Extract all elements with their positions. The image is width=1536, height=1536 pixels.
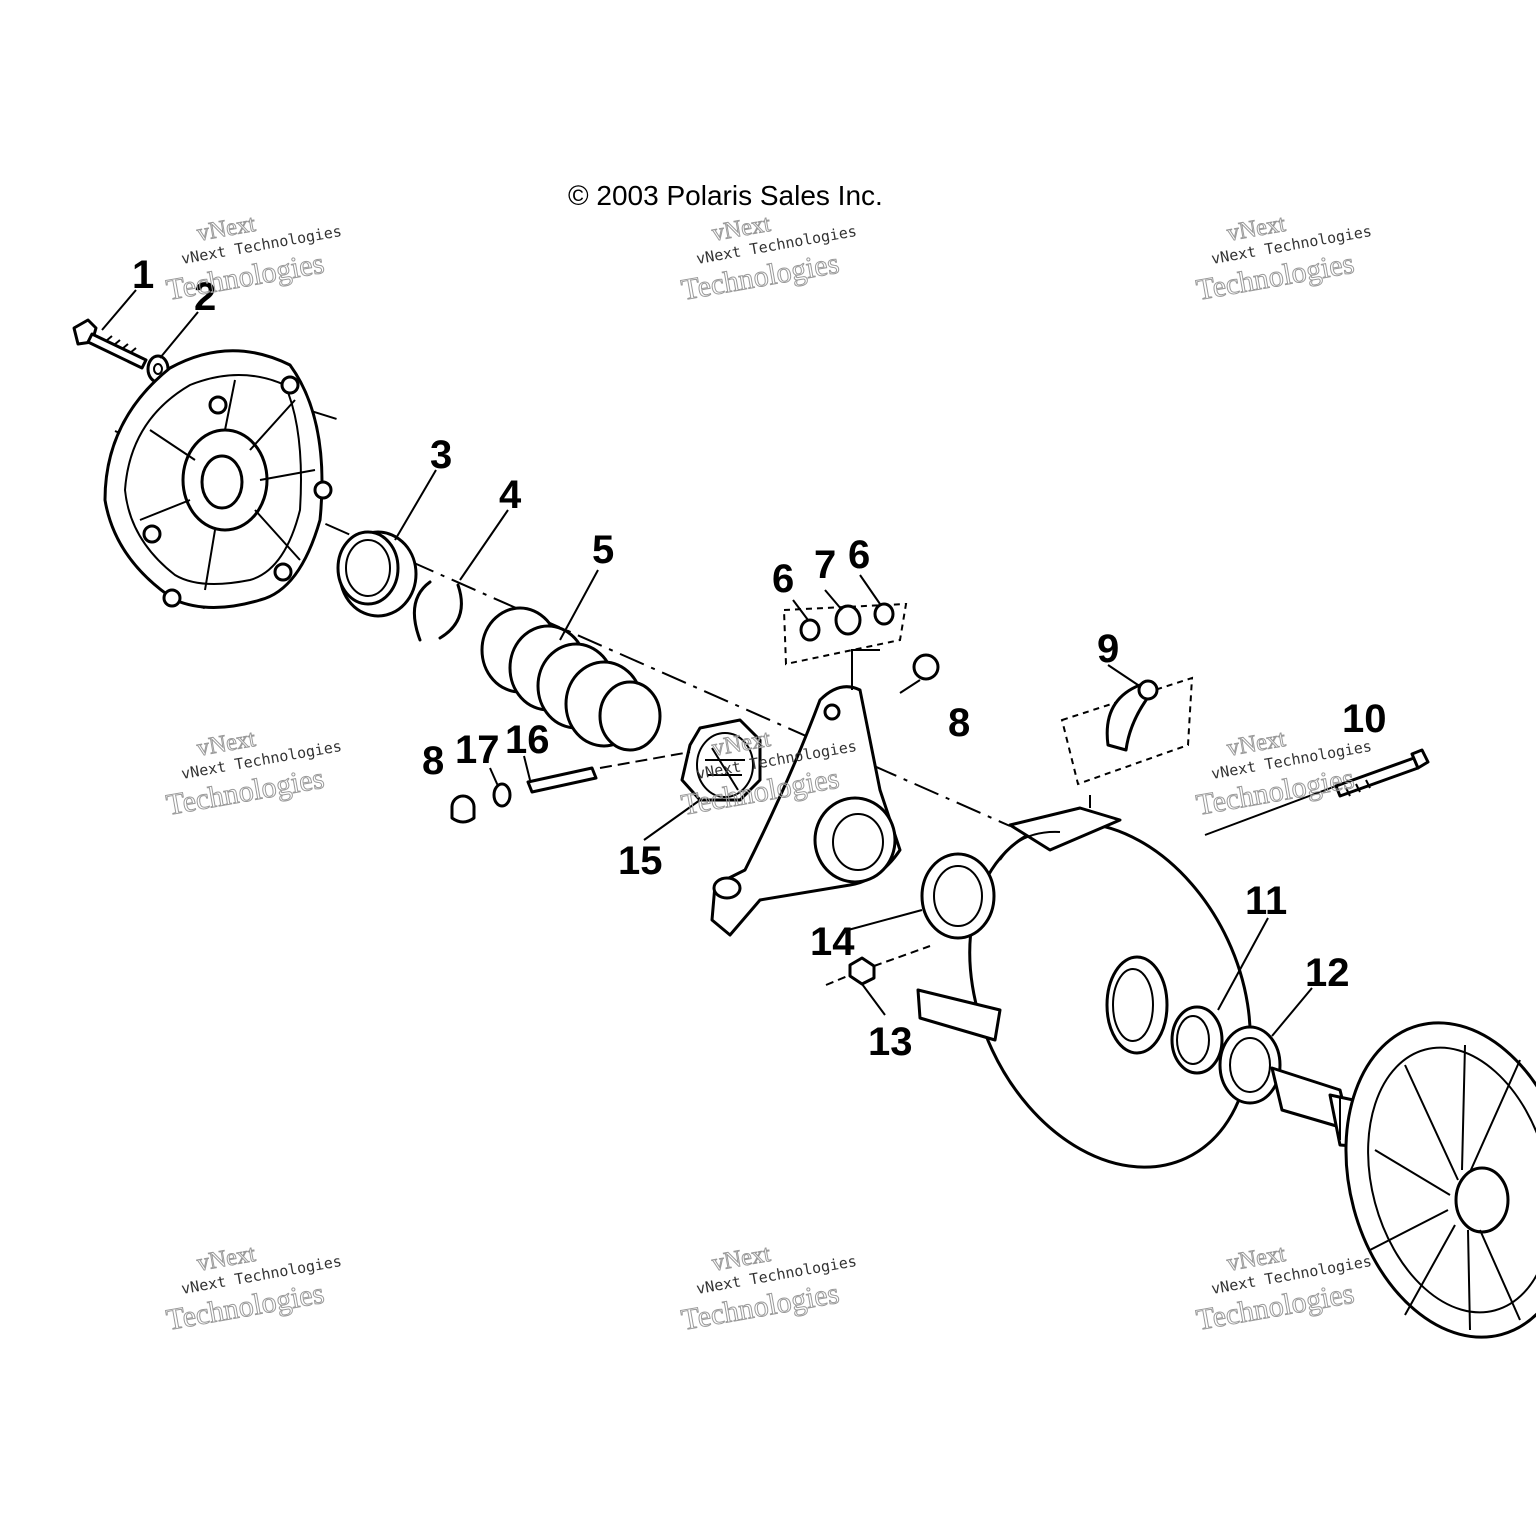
callout-8-right: 8 xyxy=(948,701,970,745)
callout-12: 12 xyxy=(1305,951,1350,995)
leader-13 xyxy=(861,983,886,1016)
leader-4 xyxy=(459,509,509,581)
part-5-spring xyxy=(480,606,662,752)
callout-11: 11 xyxy=(1245,879,1287,923)
watermark-top-right: vNext vNext Technologies Technologies xyxy=(1193,210,1373,307)
leader-12 xyxy=(1271,987,1313,1037)
leader-6a xyxy=(792,599,809,621)
leader-9 xyxy=(1107,664,1139,686)
callout-9: 9 xyxy=(1097,627,1119,671)
part-1-bolt xyxy=(72,318,148,370)
watermark-mid-left: vNext vNext Technologies Technologies xyxy=(163,725,343,822)
part-4-snap-ring xyxy=(412,580,463,642)
callout-14: 14 xyxy=(810,920,855,964)
callout-1: 1 xyxy=(132,253,154,297)
part-3-bushing xyxy=(336,530,418,618)
watermark-bottom-right: vNext vNext Technologies Technologies xyxy=(1193,1240,1373,1337)
callout-6a: 6 xyxy=(772,557,794,601)
part-17-oring xyxy=(492,782,512,808)
leader-14 xyxy=(847,909,923,931)
watermark-top-left: vNext vNext Technologies Technologies xyxy=(163,210,343,307)
leader-1 xyxy=(101,289,137,331)
leader-2 xyxy=(159,311,199,359)
watermark-top-center: vNext vNext Technologies Technologies xyxy=(678,210,858,307)
callout-8-left: 8 xyxy=(422,739,444,783)
pin-axis xyxy=(599,751,691,769)
callout-16: 16 xyxy=(505,718,550,762)
part-8-roller-left xyxy=(450,794,476,824)
fixed-sheave-shaft xyxy=(1270,1021,1536,1339)
leader-6b xyxy=(859,574,881,605)
leader-15 xyxy=(643,799,701,841)
leader-17 xyxy=(489,767,499,787)
leader-7 xyxy=(824,589,843,611)
part-16-pin xyxy=(526,766,598,794)
callout-2: 2 xyxy=(194,275,216,319)
part-11-bushing xyxy=(1170,1005,1224,1075)
callout-3: 3 xyxy=(430,433,452,477)
callout-13: 13 xyxy=(868,1020,913,1064)
watermark-bottom-left: vNext vNext Technologies Technologies xyxy=(163,1240,343,1337)
part-6-7-6-assembly xyxy=(782,602,908,666)
callout-5: 5 xyxy=(592,528,614,572)
part-12-washer xyxy=(1218,1025,1282,1105)
callout-17: 17 xyxy=(455,728,500,772)
copyright-text: © 2003 Polaris Sales Inc. xyxy=(568,180,883,211)
leader-3 xyxy=(394,469,437,541)
part-10-bolt xyxy=(1334,748,1430,798)
cover-plate xyxy=(103,349,333,609)
part-14-shim xyxy=(920,852,996,940)
callout-7: 7 xyxy=(814,543,836,587)
leader-16 xyxy=(523,755,531,781)
callout-4: 4 xyxy=(499,473,522,517)
leader-5 xyxy=(559,569,599,641)
part-8-roller-right xyxy=(899,653,940,694)
callout-10: 10 xyxy=(1342,697,1387,741)
roller-arm xyxy=(710,649,902,937)
watermark-bottom-center: vNext vNext Technologies Technologies xyxy=(678,1240,858,1337)
movable-sheave xyxy=(916,785,1337,1169)
part-13-nut xyxy=(825,945,931,986)
part-15-spider xyxy=(680,718,762,802)
callout-15: 15 xyxy=(618,839,663,883)
part-9-clip xyxy=(1060,676,1194,808)
leader-11 xyxy=(1217,917,1269,1011)
callout-6b: 6 xyxy=(848,533,870,577)
